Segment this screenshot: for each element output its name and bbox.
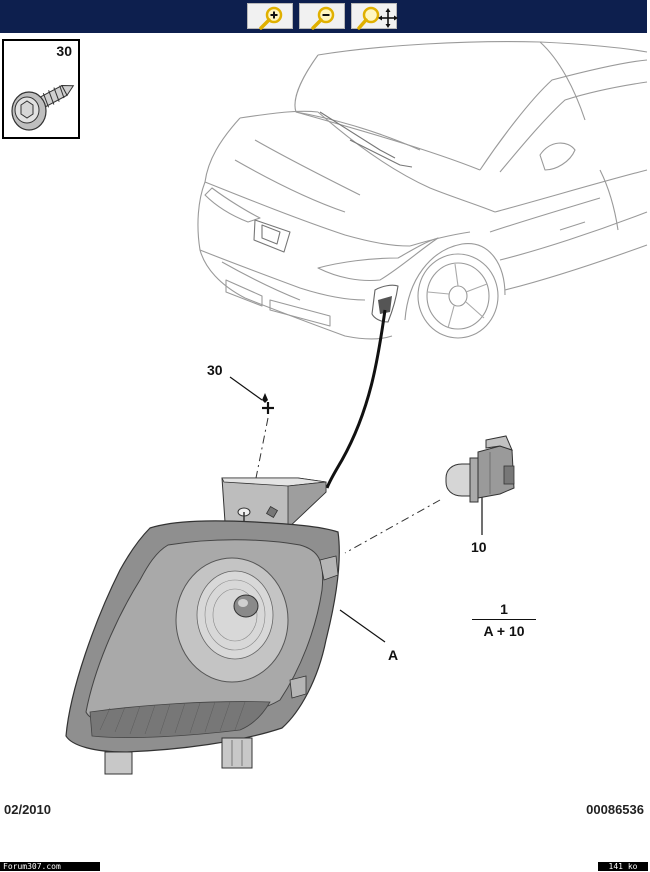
bulb-axis (344, 499, 441, 554)
file-size: 141 ko (608, 862, 638, 871)
callout-lamp: A (388, 647, 399, 663)
toolbar (0, 0, 647, 33)
screw-icon (11, 84, 75, 131)
wiring-cable (325, 309, 387, 489)
screw-axis (255, 417, 269, 479)
formula-denominator: A + 10 (483, 623, 525, 639)
zoom-out-icon (311, 6, 335, 30)
inset-part-number: 30 (56, 43, 72, 59)
bottom-bar-site: Forum307.com (0, 862, 100, 871)
zoom-in-button[interactable] (247, 3, 293, 30)
zoom-pan-button[interactable] (351, 3, 398, 30)
footer-date: 02/2010 (4, 802, 51, 817)
fog-lamp-housing (65, 477, 340, 775)
callout-screw: 30 (207, 362, 223, 378)
bottom-bar-size: 141 ko (598, 862, 648, 871)
fog-lamp-mount-mark (378, 296, 392, 314)
assembly-formula: 1 A + 10 (472, 601, 536, 639)
zoom-pan-icon (357, 6, 398, 30)
leader-30 (229, 376, 263, 401)
zoom-out-button[interactable] (299, 3, 345, 30)
footer-reference: 00086536 (586, 802, 644, 817)
bulb-part (445, 435, 515, 503)
leader-A (339, 609, 386, 643)
formula-numerator: 1 (472, 601, 536, 620)
callout-bulb: 10 (471, 539, 487, 555)
screw-inset-box: 30 (2, 39, 80, 139)
car-drawing (197, 41, 648, 340)
zoom-in-icon (259, 6, 283, 30)
site-name: Forum307.com (3, 862, 61, 871)
